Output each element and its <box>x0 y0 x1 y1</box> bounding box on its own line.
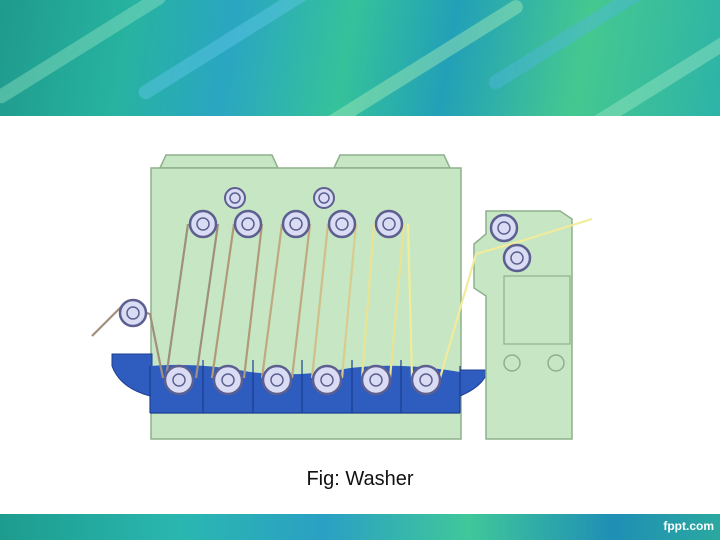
banner-streak <box>314 0 526 116</box>
header-banner <box>0 0 720 116</box>
roller-icon <box>261 364 293 396</box>
machine-top-cap-left <box>158 154 280 169</box>
rollers <box>118 187 532 396</box>
banner-streak <box>136 0 364 102</box>
roller-icon <box>374 209 404 239</box>
fabric-loop-4 <box>210 223 236 379</box>
roller-icon <box>224 187 246 209</box>
roller-icon <box>233 209 263 239</box>
water-trough-right <box>459 369 489 397</box>
roller-icon <box>212 364 244 396</box>
roller-icon <box>489 213 519 243</box>
roller-icon <box>281 209 311 239</box>
fabric-loop-2 <box>164 223 190 379</box>
fabric-exit-line <box>438 217 593 379</box>
roller-icon <box>313 187 335 209</box>
washer-diagram <box>91 154 593 440</box>
roller-icon <box>163 364 195 396</box>
fabric-loop-3 <box>194 223 220 379</box>
fabric-loop-9 <box>340 223 358 379</box>
roller-icon <box>360 364 392 396</box>
roller-icon <box>327 209 357 239</box>
fabric-loop-8 <box>310 223 330 379</box>
fabric-loop-7 <box>290 223 312 379</box>
roller-icon <box>118 298 148 328</box>
fabric-loop-11 <box>388 223 406 379</box>
roller-icon <box>311 364 343 396</box>
water-trough <box>111 353 153 397</box>
machine-top-cap-right <box>332 154 452 169</box>
roller-icon <box>188 209 218 239</box>
bath-dividers <box>149 360 461 414</box>
port-icon <box>547 354 565 372</box>
roller-icon <box>410 364 442 396</box>
port-icon <box>503 354 521 372</box>
brand-logo: fppt.com <box>663 519 714 533</box>
fabric-loop-6 <box>260 223 284 379</box>
fabric-entry-line <box>91 305 123 337</box>
squeeze-unit-panel <box>503 275 571 345</box>
roller-icon <box>502 243 532 273</box>
fabric-loop-10 <box>360 223 376 379</box>
footer-banner: fppt.com <box>0 514 720 540</box>
fabric-loop-5 <box>242 223 264 379</box>
figure-caption: Fig: Washer <box>306 468 414 490</box>
fabric-path <box>91 217 593 379</box>
fabric-loop-12 <box>406 223 414 379</box>
